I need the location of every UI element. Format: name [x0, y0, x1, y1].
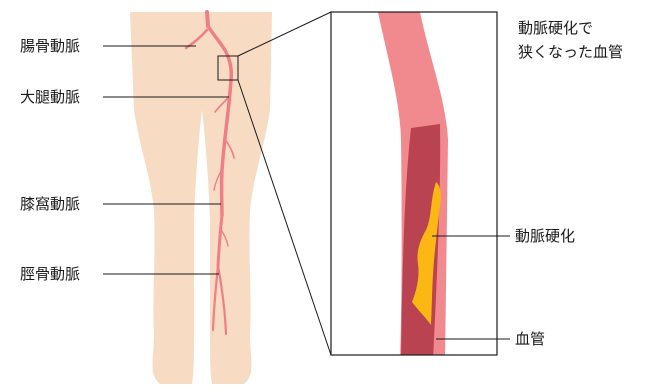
title-line-2: 狭くなった血管: [518, 40, 623, 64]
diagram-title: 動脈硬化で 狭くなった血管: [518, 16, 623, 64]
label-tibial-artery: 脛骨動脈: [20, 265, 80, 283]
label-blood-vessel: 血管: [515, 330, 545, 348]
title-line-1: 動脈硬化で: [518, 16, 623, 40]
label-popliteal-artery: 膝窩動脈: [20, 195, 80, 213]
zoomed-vessel-panel: [331, 12, 497, 360]
label-iliac-artery: 腸骨動脈: [20, 37, 80, 55]
label-arteriosclerosis: 動脈硬化: [515, 227, 575, 245]
iliac-artery-trunk: [207, 12, 208, 26]
label-femoral-artery: 大腿動脈: [20, 88, 80, 106]
legs-silhouette: [130, 12, 272, 384]
